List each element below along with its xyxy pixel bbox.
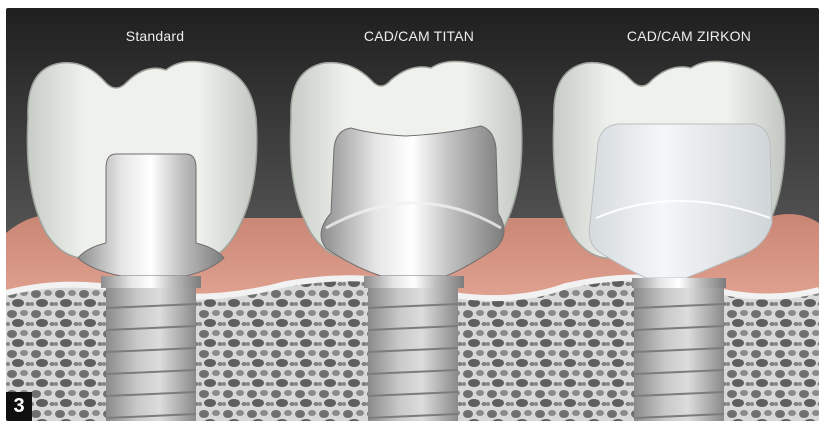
implant-screw-icon: [634, 288, 724, 421]
implant-illustration: [6, 8, 819, 421]
abutment-icon: [321, 126, 504, 276]
implant-screw-icon: [368, 288, 458, 421]
implant-screw-icon: [106, 288, 196, 421]
label-cad-cam-zirkon: CAD/CAM ZIRKON: [604, 28, 774, 44]
label-standard: Standard: [80, 28, 230, 44]
figure-number-badge: 3: [6, 392, 32, 421]
label-cad-cam-titan: CAD/CAM TITAN: [344, 28, 494, 44]
dental-implant-comparison-figure: Standard CAD/CAM TITAN CAD/CAM ZIRKON 3: [6, 8, 819, 421]
